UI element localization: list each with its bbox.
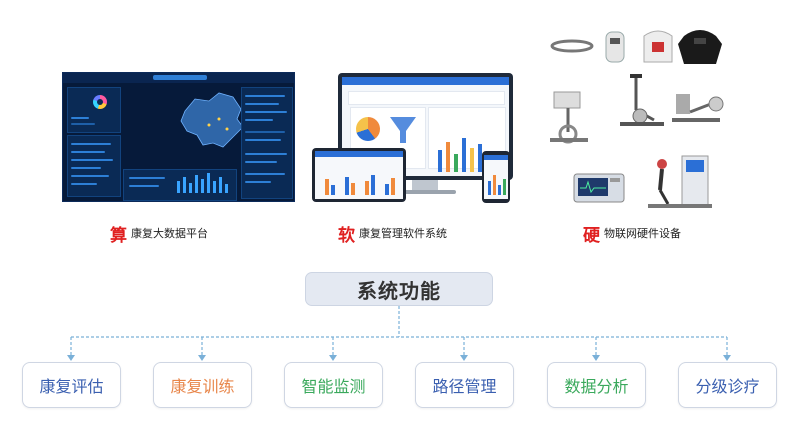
arrow-head-icon	[723, 355, 731, 361]
caption-iot-hardware: 硬 物联网硬件设备	[583, 222, 681, 246]
arrow-head-icon	[198, 355, 206, 361]
ecg-monitor-icon	[573, 173, 625, 203]
function-label: 康复评估	[39, 377, 104, 396]
function-data-analysis: 数据分析	[547, 362, 646, 408]
function-path-management: 路径管理	[415, 362, 514, 408]
caption-label: 康复管理软件系统	[359, 227, 447, 240]
function-label: 智能监测	[301, 377, 366, 396]
exercise-bike-icon	[620, 74, 664, 126]
monitor-stand-base	[396, 190, 456, 194]
system-function-box: 系统功能	[305, 272, 493, 306]
knee-brace-icon	[605, 31, 625, 63]
arrow-head-icon	[329, 355, 337, 361]
monitor-stand	[412, 180, 438, 190]
function-rehab-assessment: 康复评估	[22, 362, 121, 408]
function-label: 路径管理	[432, 377, 497, 396]
function-smart-monitoring: 智能监测	[284, 362, 383, 408]
system-function-title: 系统功能	[357, 278, 441, 303]
function-tiered-diagnosis: 分级诊疗	[678, 362, 777, 408]
function-label: 分级诊疗	[695, 377, 760, 396]
caption-label: 物联网硬件设备	[604, 227, 681, 240]
caption-accent-char: 硬	[583, 225, 600, 246]
arrow-head-icon	[460, 355, 468, 361]
upper-body-exoskeleton-icon	[678, 30, 722, 64]
phone-image	[482, 151, 510, 203]
arrow-head-icon	[592, 355, 600, 361]
hardware-devices	[550, 30, 724, 208]
function-label: 康复训练	[170, 377, 235, 396]
tablet-image	[312, 148, 406, 202]
caption-management-software: 软 康复管理软件系统	[338, 222, 447, 246]
stationary-bike-icon	[550, 91, 588, 144]
function-rehab-training: 康复训练	[153, 362, 252, 408]
dashboard-image	[62, 72, 295, 202]
caption-accent-char: 算	[110, 225, 127, 246]
harness-belt-icon	[550, 39, 594, 53]
caption-label: 康复大数据平台	[131, 227, 208, 240]
arrow-head-icon	[67, 355, 75, 361]
caption-accent-char: 软	[338, 225, 355, 246]
recumbent-bike-icon	[672, 94, 724, 122]
gait-training-station-icon	[648, 155, 712, 208]
shoulder-brace-icon	[643, 30, 673, 63]
function-label: 数据分析	[564, 377, 629, 396]
caption-big-data-platform: 算 康复大数据平台	[110, 222, 208, 246]
